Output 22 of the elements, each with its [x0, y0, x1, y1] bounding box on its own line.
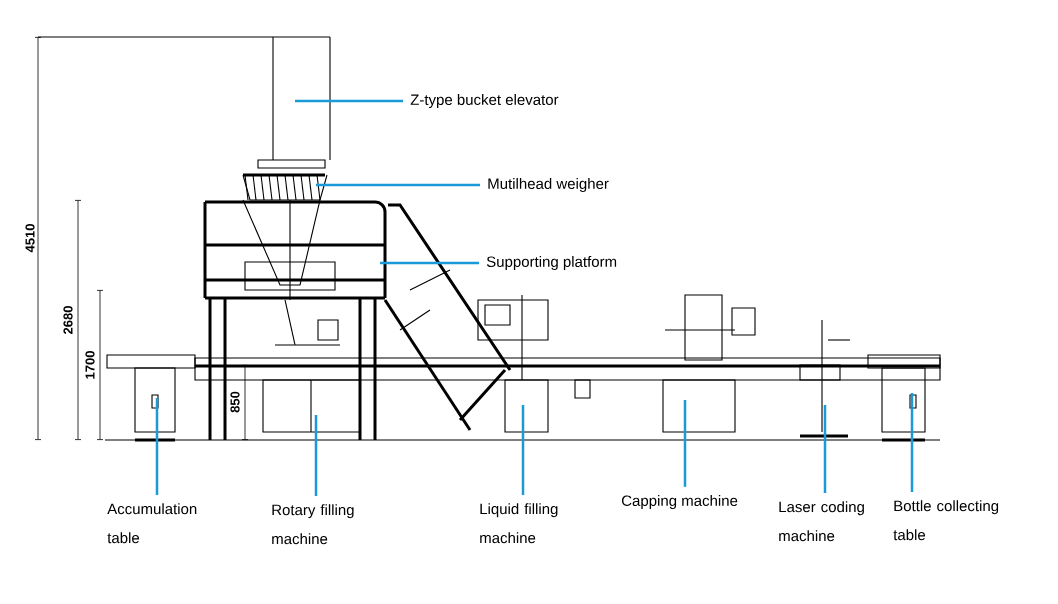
callout-label: Bottle collecting table: [893, 500, 999, 541]
dimension-label: 2680: [63, 306, 73, 334]
callout-label: Supporting platform: [486, 256, 617, 270]
leader-line: [521, 405, 525, 495]
callout-label: Laser coding machine: [779, 501, 864, 542]
leader-line: [295, 99, 403, 103]
dimension-label: 1700: [85, 351, 95, 379]
leader-line: [314, 415, 318, 496]
callout-label: Accumulation table: [107, 503, 197, 544]
callout-label: Z-type bucket elevator: [410, 94, 559, 108]
callout-label: Liquid filling machine: [480, 503, 558, 544]
leader-line: [910, 393, 914, 492]
dimension-label: 4510: [25, 224, 35, 253]
leader-line: [823, 405, 827, 493]
dimension-label: 850: [230, 391, 240, 413]
callout-label: Rotary filling machine: [272, 504, 354, 545]
callout-label: Capping machine: [621, 495, 738, 509]
callout-label: Mutilhead weigher: [488, 178, 609, 192]
leader-line: [683, 400, 687, 487]
leader-line: [380, 261, 479, 265]
leader-line: [155, 398, 159, 495]
leader-line: [316, 183, 480, 187]
